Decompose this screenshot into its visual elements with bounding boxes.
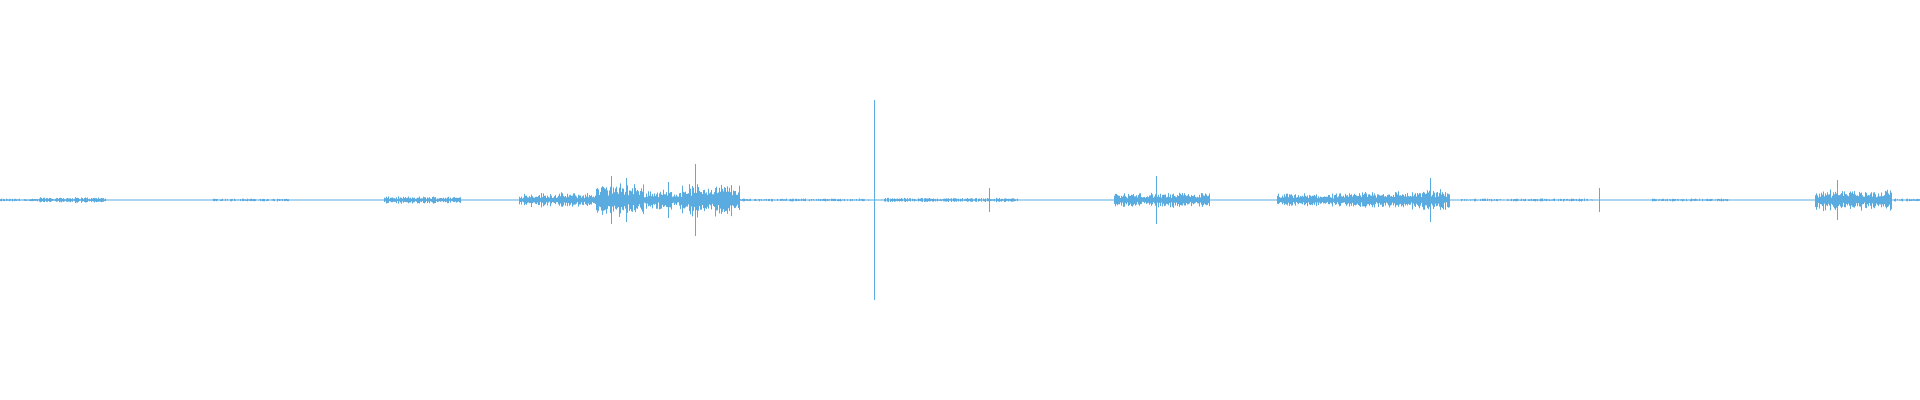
waveform-peaks xyxy=(611,100,1838,300)
waveform-samples xyxy=(0,183,1920,218)
